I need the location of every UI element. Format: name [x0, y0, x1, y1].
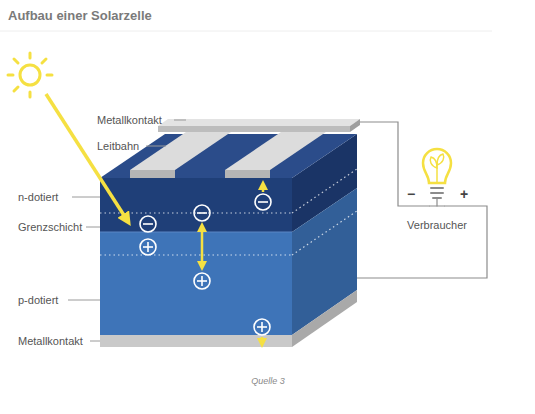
part-label: Metallkontakt: [18, 335, 83, 348]
sun-symbol: [8, 53, 52, 97]
leader-lines: [68, 120, 186, 341]
layer-label: p-dotiert: [18, 294, 58, 307]
load-label: Verbraucher: [407, 219, 467, 232]
title-rule: [0, 31, 492, 32]
bottom-contact-front: [100, 335, 292, 347]
circuit-wire: [357, 122, 487, 278]
conductor-bar: [225, 132, 326, 178]
junction-line: [100, 232, 292, 233]
layer-label: Grenzschicht: [18, 221, 82, 234]
layer-label: n-dotiert: [18, 191, 58, 204]
depletion-bounds: [100, 169, 357, 255]
source-caption: Quelle 3: [251, 375, 285, 388]
part-label: Metallkontakt: [97, 114, 162, 127]
part-label: Leitbahn: [97, 140, 139, 153]
diagram-title: Aufbau einer Solarzelle: [8, 9, 152, 22]
polarity-sign: −: [407, 188, 415, 201]
charge-symbols: [140, 194, 271, 335]
p-layer-front: [100, 232, 292, 335]
n-layer-front: [100, 178, 292, 232]
top-metal-contact: [158, 119, 360, 132]
conductor-bar: [130, 132, 231, 178]
bottom-contact-side: [292, 290, 357, 347]
polarity-sign: +: [460, 188, 468, 201]
charge-arrows: [202, 185, 263, 343]
light-bulb-symbol: [423, 149, 451, 206]
